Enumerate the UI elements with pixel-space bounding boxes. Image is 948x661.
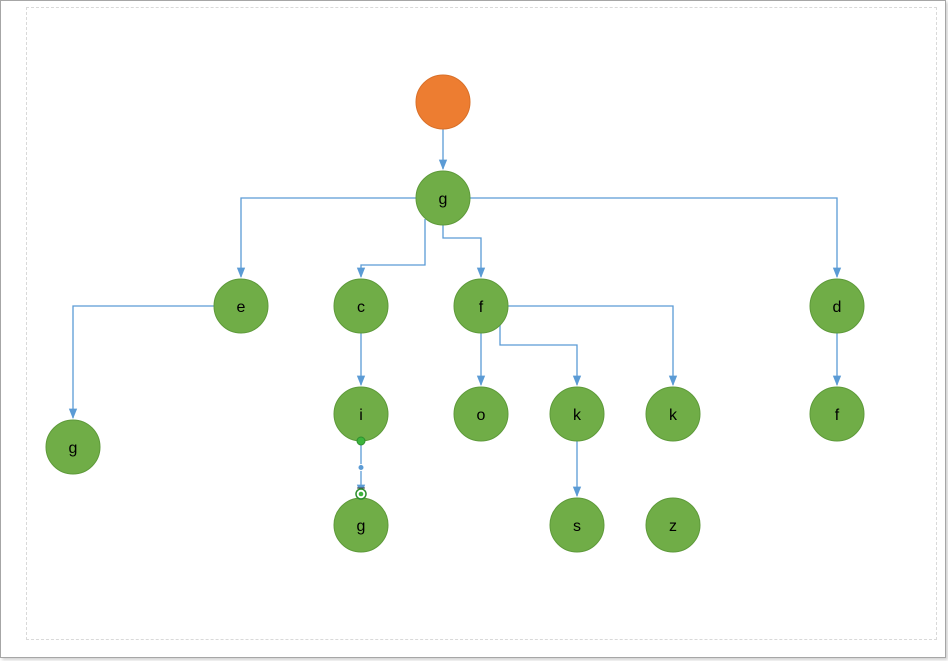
node-n-c[interactable]: c	[333, 278, 389, 334]
node-label: g	[439, 191, 448, 208]
nodes-layer: g e c f d g i o k k f g s z	[45, 74, 865, 553]
node-label: s	[573, 518, 581, 535]
node-label: z	[669, 518, 677, 535]
page-boundary-guide	[26, 7, 937, 640]
node-circle[interactable]	[415, 170, 471, 226]
node-n-f[interactable]: f	[453, 278, 509, 334]
node-root[interactable]	[415, 74, 471, 130]
node-circle[interactable]	[809, 278, 865, 334]
connector-n-f-to-n-k2[interactable]	[508, 305, 678, 387]
node-n-o[interactable]: o	[453, 386, 509, 442]
node-n-z[interactable]: z	[645, 497, 701, 553]
connector-n-e-to-n-eg[interactable]	[68, 305, 214, 420]
node-circle[interactable]	[549, 497, 605, 553]
node-n-k2[interactable]: k	[645, 386, 701, 442]
node-circle[interactable]	[45, 419, 101, 475]
node-label: f	[479, 299, 484, 316]
node-n-i[interactable]: i	[333, 386, 389, 442]
node-n-g[interactable]: g	[415, 170, 471, 226]
node-n-k1[interactable]: k	[549, 386, 605, 442]
connector-start-handle[interactable]	[356, 436, 366, 446]
node-label: k	[573, 407, 582, 424]
node-circle[interactable]	[453, 386, 509, 442]
node-n-e[interactable]: e	[213, 278, 269, 334]
node-n-eg[interactable]: g	[45, 419, 101, 475]
node-circle[interactable]	[645, 497, 701, 553]
node-circle[interactable]	[333, 278, 389, 334]
connector-n-g-to-n-c[interactable]	[356, 219, 426, 279]
connector-n-g-to-n-d[interactable]	[470, 197, 842, 279]
connector-n-g-to-n-f[interactable]	[442, 225, 486, 279]
node-label: k	[669, 407, 678, 424]
selection-handles-layer	[355, 436, 367, 500]
node-circle[interactable]	[809, 386, 865, 442]
node-n-df[interactable]: f	[809, 386, 865, 442]
node-n-s[interactable]: s	[549, 497, 605, 553]
node-label: g	[69, 440, 78, 457]
node-circle[interactable]	[213, 278, 269, 334]
connector-midpoint-handle[interactable]	[357, 464, 365, 471]
connectors-layer	[68, 129, 842, 498]
root-node-circle[interactable]	[415, 74, 471, 130]
node-label: d	[833, 299, 842, 316]
connector-n-g-to-n-e[interactable]	[236, 197, 416, 279]
node-n-d[interactable]: d	[809, 278, 865, 334]
node-label: e	[237, 299, 246, 316]
node-circle[interactable]	[549, 386, 605, 442]
node-circle[interactable]	[453, 278, 509, 334]
node-label: g	[357, 518, 366, 535]
node-label: i	[359, 407, 363, 424]
node-label: c	[357, 299, 365, 316]
node-circle[interactable]	[645, 386, 701, 442]
node-label: o	[477, 407, 486, 424]
node-n-ig[interactable]: g	[333, 497, 389, 553]
node-label: f	[835, 407, 840, 424]
connector-end-handle-dot	[358, 491, 364, 497]
connector-n-f-to-n-k1[interactable]	[499, 325, 582, 387]
